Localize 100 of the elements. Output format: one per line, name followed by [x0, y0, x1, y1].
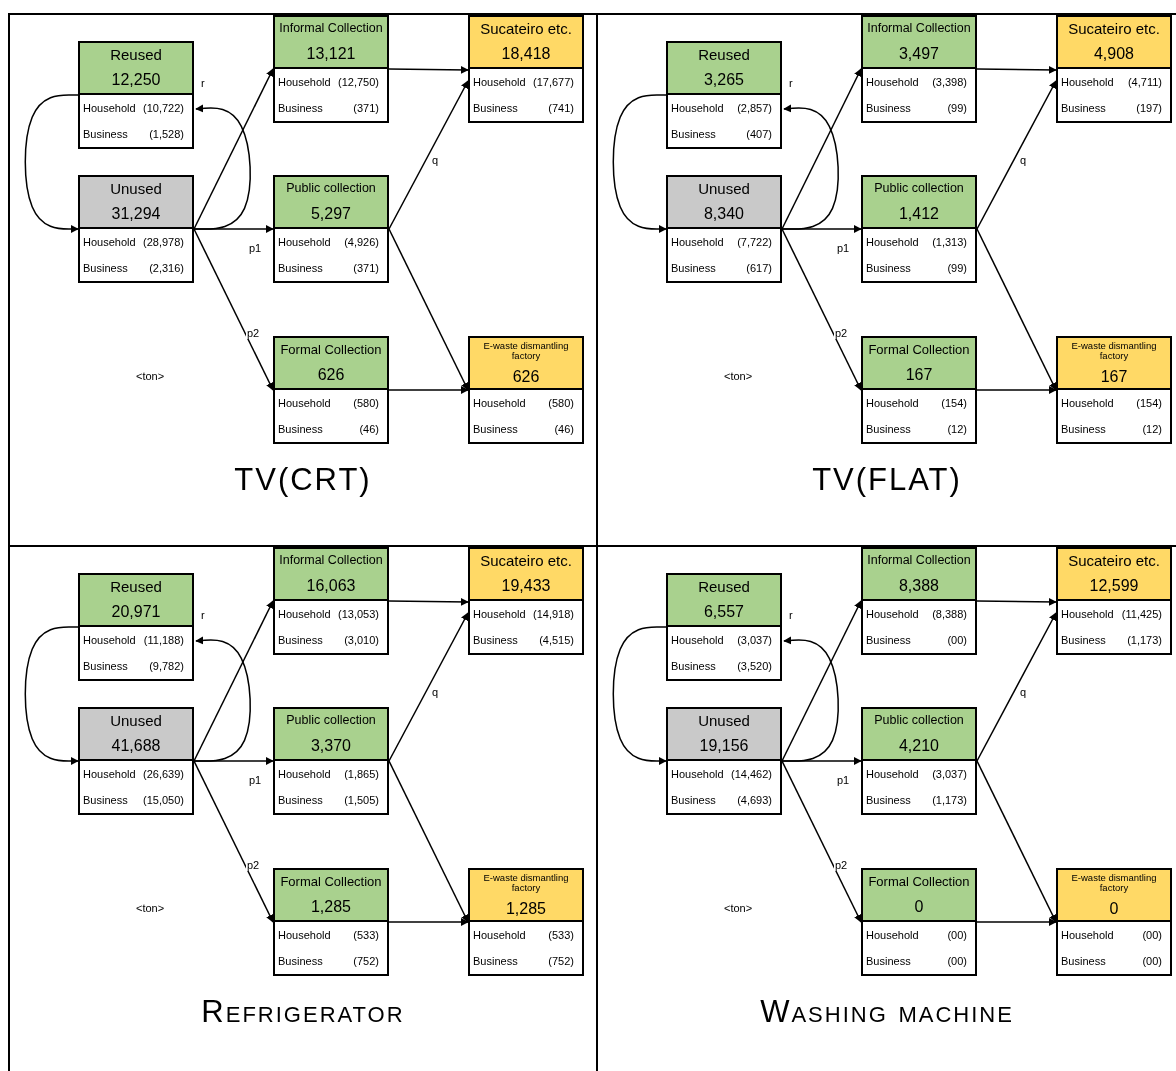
row-value: (11,188)	[143, 634, 184, 646]
row-label: Household	[1061, 929, 1114, 941]
arrow	[193, 104, 251, 230]
unit-label: <ton>	[136, 902, 165, 914]
row-label: Household	[473, 76, 526, 88]
box-total: 8,340	[703, 205, 744, 223]
box-heading: Formal Collection	[868, 342, 970, 357]
flow-box	[861, 707, 977, 815]
row-value: (580)	[548, 397, 574, 409]
row-value: (14,918)	[533, 608, 574, 620]
flow-box	[861, 547, 977, 655]
panel-frame	[8, 13, 596, 545]
row-value: (46)	[554, 423, 574, 435]
row-value: (17,677)	[533, 76, 574, 88]
edge-label: p2	[246, 327, 261, 339]
box-total: 18,418	[501, 45, 551, 63]
row-value: (4,711)	[1127, 76, 1162, 88]
row-value: (00)	[947, 634, 967, 646]
box-total: 4,210	[898, 736, 939, 755]
arrow	[388, 80, 469, 230]
box-total: 19,156	[699, 737, 749, 755]
arrow	[24, 626, 79, 765]
row-value: (14,462)	[731, 768, 772, 780]
row-value: (15,050)	[143, 794, 184, 806]
row-label: Household	[278, 397, 331, 409]
box-total: 12,250	[111, 71, 161, 89]
box-heading: Public collection	[874, 713, 964, 728]
row-value: (11,425)	[1121, 608, 1162, 620]
box-total: 3,265	[703, 71, 744, 89]
row-value: (10,722)	[143, 102, 184, 114]
panel-frame	[8, 545, 596, 1071]
arrow	[193, 600, 274, 762]
row-label: Household	[1061, 76, 1114, 88]
row-label: Household	[671, 236, 724, 248]
panel-frame	[596, 545, 1176, 1071]
box-total: 6,557	[703, 603, 744, 621]
arrow	[976, 228, 1057, 391]
row-value: (7,722)	[737, 236, 772, 248]
row-value: (1,313)	[932, 236, 967, 248]
box-heading: Public collection	[874, 181, 964, 196]
row-label: Household	[866, 76, 919, 88]
box-heading: Sucateiro etc.	[1068, 20, 1160, 38]
row-label: Household	[1061, 608, 1114, 620]
box-total: 626	[317, 365, 345, 384]
row-label: Household	[866, 236, 919, 248]
box-total: 1,285	[310, 897, 351, 916]
edge-label: p1	[248, 774, 263, 786]
box-total: 5,297	[310, 204, 351, 223]
edge-label: p1	[836, 242, 851, 254]
row-label: Household	[866, 608, 919, 620]
row-value: (00)	[947, 955, 967, 967]
row-value: (99)	[947, 102, 967, 114]
row-label: Household	[83, 236, 136, 248]
panel-title: Refrigerator	[201, 994, 405, 1030]
row-label: Household	[83, 102, 136, 114]
row-label: Household	[278, 929, 331, 941]
box-heading: Informal Collection	[279, 21, 383, 36]
flow-box	[1056, 15, 1172, 123]
row-label: Business	[866, 262, 911, 274]
unit-label: <ton>	[136, 370, 165, 382]
box-heading: Public collection	[286, 713, 376, 728]
flow-box	[273, 15, 389, 123]
box-total: 19,433	[501, 577, 551, 595]
arrow	[193, 760, 274, 923]
flow-box	[273, 175, 389, 283]
row-value: (752)	[548, 955, 574, 967]
row-value: (580)	[353, 397, 379, 409]
box-heading: Public collection	[286, 181, 376, 196]
row-value: (2,316)	[149, 262, 184, 274]
box-heading: Unused	[698, 180, 750, 198]
row-value: (9,782)	[149, 660, 184, 672]
row-label: Business	[473, 955, 518, 967]
flow-box	[273, 707, 389, 815]
arrow	[781, 760, 862, 923]
box-total: 1,412	[898, 204, 939, 223]
row-label: Business	[866, 102, 911, 114]
row-label: Business	[83, 660, 128, 672]
arrow	[193, 68, 274, 230]
box-heading: E-waste dismantling factory	[482, 340, 570, 362]
row-label: Business	[866, 955, 911, 967]
box-heading: Sucateiro etc.	[1068, 552, 1160, 570]
row-value: (46)	[359, 423, 379, 435]
flow-box	[78, 41, 194, 149]
arrow	[388, 65, 469, 74]
row-label: Household	[278, 76, 331, 88]
row-label: Household	[278, 608, 331, 620]
flow-box	[468, 336, 584, 444]
flow-box	[1056, 868, 1172, 976]
box-heading: Sucateiro etc.	[480, 20, 572, 38]
arrow	[781, 757, 862, 765]
arrow	[976, 386, 1057, 394]
box-heading: Informal Collection	[867, 553, 971, 568]
row-value: (12)	[1142, 423, 1162, 435]
box-total: 8,388	[898, 576, 939, 595]
arrow	[976, 65, 1057, 74]
row-label: Household	[83, 634, 136, 646]
row-value: (00)	[1142, 955, 1162, 967]
row-label: Business	[866, 634, 911, 646]
row-value: (2,857)	[737, 102, 772, 114]
row-value: (3,037)	[737, 634, 772, 646]
